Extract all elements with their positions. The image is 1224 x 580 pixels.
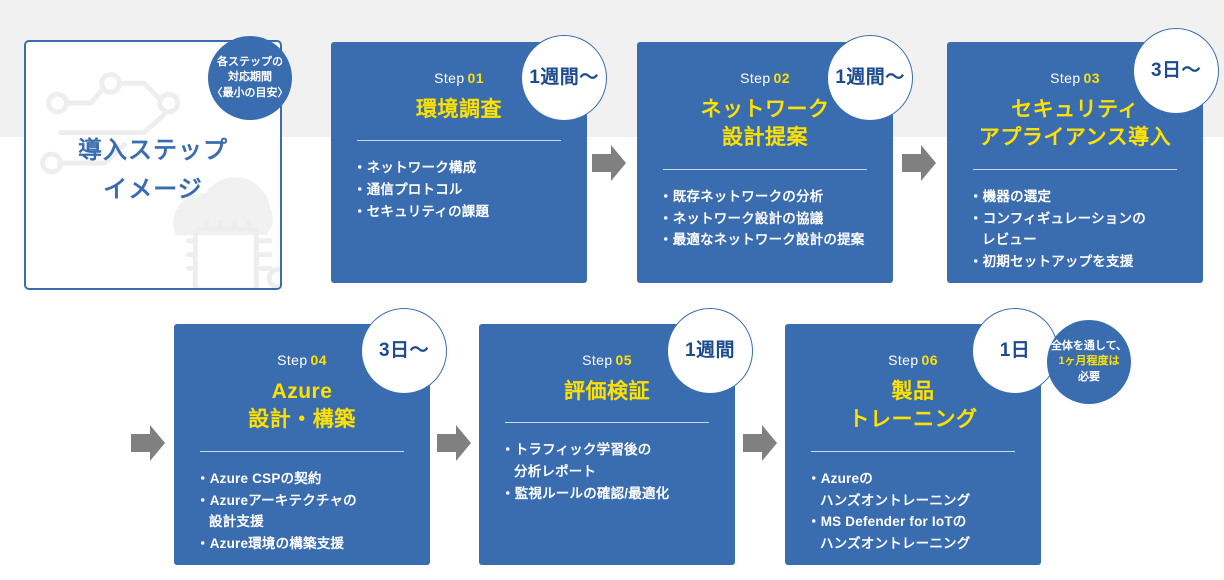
duration-badge-step-01: 1週間〜	[521, 35, 607, 121]
list-item: コンフィギュレーションの レビュー	[969, 208, 1203, 252]
step-06-title: 製品 トレーニング	[848, 380, 978, 432]
step-03-divider	[973, 168, 1177, 170]
list-item: セキュリティの課題	[353, 201, 587, 223]
step-01-title: 環境調査	[416, 98, 502, 121]
total-duration-line-3: 必要	[1078, 370, 1100, 383]
list-item: 初期セットアップを支援	[969, 251, 1203, 273]
step-05-bullets: トラフィック学習後の 分析レポート 監視ルールの確認/最適化	[501, 439, 735, 505]
total-duration-badge: 全体を通して、 1ヶ月程度は 必要	[1047, 320, 1131, 404]
step-05-title: 評価検証	[564, 380, 650, 403]
total-duration-line-2: 1ヶ月程度は	[1058, 355, 1120, 368]
list-item: 既存ネットワークの分析	[659, 186, 893, 208]
duration-badge-step-04: 3日〜	[361, 308, 447, 394]
list-item: トラフィック学習後の 分析レポート	[501, 439, 735, 483]
arrow-step5-to-step6	[743, 425, 777, 461]
duration-badge-step-06-text: 1日	[999, 339, 1031, 361]
step-03-bullets: 機器の選定 コンフィギュレーションの レビュー 初期セットアップを支援	[969, 186, 1203, 273]
duration-badge-step-02-text: 1週間〜	[835, 66, 905, 88]
step-02-divider	[663, 168, 867, 170]
legend-badge: 各ステップの 対応期間 〈最小の目安〉	[208, 36, 292, 120]
list-item: Azureの ハンズオントレーニング	[807, 468, 1041, 512]
list-item: Azure CSPの契約	[196, 468, 430, 490]
step-06-divider	[811, 450, 1015, 452]
step-06-bullets: Azureの ハンズオントレーニング MS Defender for IoTの …	[807, 468, 1041, 555]
step-04-divider	[200, 450, 404, 452]
list-item: 機器の選定	[969, 186, 1203, 208]
arrow-step4-to-step5	[437, 425, 471, 461]
duration-badge-step-05: 1週間	[667, 308, 753, 394]
step-05-divider	[505, 422, 709, 424]
step-03-title: セキュリティ アプライアンス導入	[978, 98, 1172, 150]
list-item: ネットワーク構成	[353, 157, 587, 179]
list-item: 最適なネットワーク設計の提案	[659, 229, 893, 251]
step-04-title: Azure 設計・構築	[248, 380, 356, 432]
total-duration-line-1: 全体を通して、	[1050, 339, 1128, 352]
list-item: 監視ルールの確認/最適化	[501, 483, 735, 505]
duration-badge-step-02: 1週間〜	[827, 35, 913, 121]
arrow-step3-to-step4	[131, 425, 165, 461]
list-item: Azure環境の構築支援	[196, 533, 430, 555]
step-04-bullets: Azure CSPの契約 Azureアーキテクチャの 設計支援 Azure環境の…	[196, 468, 430, 555]
step-02-title: ネットワーク 設計提案	[700, 98, 830, 150]
arrow-step2-to-step3	[902, 145, 936, 181]
duration-badge-step-03-text: 3日〜	[1150, 59, 1202, 81]
duration-badge-step-03: 3日〜	[1133, 28, 1219, 114]
legend-badge-text: 各ステップの 対応期間 〈最小の目安〉	[211, 55, 289, 99]
duration-badge-step-06: 1日	[972, 308, 1058, 394]
list-item: 通信プロトコル	[353, 179, 587, 201]
list-item: MS Defender for IoTの ハンズオントレーニング	[807, 511, 1041, 555]
duration-badge-step-04-text: 3日〜	[378, 339, 430, 361]
duration-badge-step-01-text: 1週間〜	[529, 66, 599, 88]
intro-title: 導入ステップ イメージ	[78, 137, 228, 203]
list-item: Azureアーキテクチャの 設計支援	[196, 490, 430, 534]
step-02-bullets: 既存ネットワークの分析 ネットワーク設計の協議 最適なネットワーク設計の提案	[659, 186, 893, 252]
duration-badge-step-05-text: 1週間	[684, 339, 736, 361]
step-01-divider	[357, 140, 561, 142]
list-item: ネットワーク設計の協議	[659, 208, 893, 230]
step-01-bullets: ネットワーク構成 通信プロトコル セキュリティの課題	[353, 157, 587, 223]
arrow-step1-to-step2	[592, 145, 626, 181]
